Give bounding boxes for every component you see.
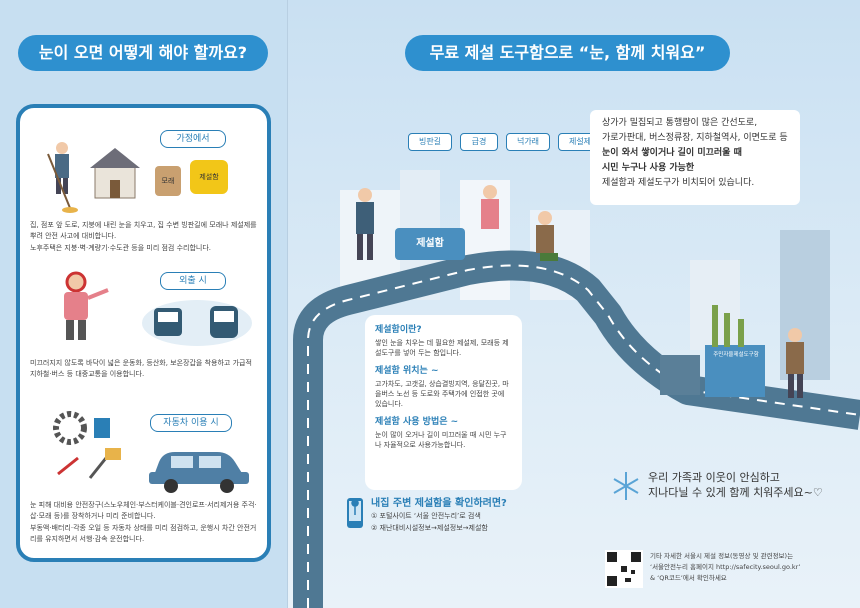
car-icon xyxy=(149,452,249,493)
sign-snow-pusher: 넉가래 xyxy=(506,133,550,151)
yellow-snow-box: 제설함 xyxy=(190,160,228,194)
qna-q3: 제설함 사용 방법은 ~ xyxy=(375,417,459,427)
qr-text: 기타 자세한 서울시 제설 정보(동영상 및 관련정보)는 ‘서울안전누리 홈페… xyxy=(650,551,845,584)
snow-gear-icon xyxy=(53,411,121,479)
qr-line-1: 기타 자세한 서울시 제설 정보(동영상 및 관련정보)는 xyxy=(650,552,794,560)
family-line-2: 지나다닐 수 있게 함께 치워주세요~♡ xyxy=(648,486,823,499)
sign-ice-road: 빙판길 xyxy=(408,133,452,151)
find-step-1: ① 포털사이트 ‘서울 안전누리’로 검색 xyxy=(371,512,481,520)
shoveling-person-icon xyxy=(47,142,140,213)
qna-a3: 눈이 많이 오거나 길이 미끄러울 때 시민 누구나 자율적으로 사용가능합니다… xyxy=(375,431,507,449)
info-line-2: 가로가판대, 버스정류장, 지하철역사, 이면도로 등 xyxy=(602,133,788,143)
info-line-5: 제설함과 제설도구가 비치되어 있습니다. xyxy=(602,178,755,188)
qr-line-2: ‘서울안전누리 홈페이지 http://safecity.seoul.go.kr… xyxy=(650,563,801,571)
find-title: 내집 주변 제설함을 확인하려면? xyxy=(371,498,507,509)
driving-label: 자동차 이용 시 xyxy=(150,414,232,432)
walking-person-icon xyxy=(64,271,109,340)
tool-shelf-illustration xyxy=(660,305,804,398)
bus-subway-icon xyxy=(142,300,252,346)
qr-code[interactable] xyxy=(605,550,643,588)
people-shoveling-illustration xyxy=(356,185,558,261)
driving-bullet-2: 부동액·배터리·각종 오일 등 자동차 상태를 미리 점검하고, 운행시 차간 … xyxy=(30,524,257,543)
driving-bullet-1: 눈 피해 대비용 안전장구(스노우체인·부스터케이블·견인로프·서리제거용 주걱… xyxy=(30,501,257,520)
sand-bag: 모래 xyxy=(155,166,181,196)
fold-line xyxy=(287,0,288,608)
smartphone-icon xyxy=(347,498,363,528)
info-line-4: 시민 누구나 사용 가능한 xyxy=(602,163,695,173)
qna-q1: 제설함이란? xyxy=(375,325,422,335)
outing-label: 외출 시 xyxy=(160,272,226,290)
winding-road xyxy=(293,250,860,608)
qna-a2: 고가차도, 고갯길, 상습결빙지역, 응달진곳, 마을버스 노선 등 도로와 주… xyxy=(375,380,509,408)
home-label: 가정에서 xyxy=(160,130,226,148)
snow-box: 제설함 xyxy=(395,228,465,260)
family-message: 우리 가족과 이웃이 안심하고 지나다닐 수 있게 함께 치워주세요~♡ xyxy=(648,470,823,500)
snow-box-qna-card: 제설함이란? 쌓인 눈을 치우는 데 필요한 제설제, 모래등 제설도구를 넣어… xyxy=(365,315,522,490)
snowflake-icon xyxy=(613,472,639,500)
right-header: 무료 제설 도구함으로 “눈, 함께 치워요” xyxy=(405,35,730,71)
family-line-1: 우리 가족과 이웃이 안심하고 xyxy=(648,471,780,484)
info-card: 상가가 밀집되고 통행량이 많은 간선도로, 가로가판대, 버스정류장, 지하철… xyxy=(590,110,800,205)
find-snow-box: 내집 주변 제설함을 확인하려면? ① 포털사이트 ‘서울 안전누리’로 검색 … xyxy=(345,494,545,544)
find-step-2: ② 재난대비시설정보→제설정보→제설함 xyxy=(371,524,488,532)
qna-q2: 제설함 위치는 ~ xyxy=(375,366,439,376)
home-bullet-1: 집, 점포 앞 도로, 지붕에 내린 눈을 치우고, 집 수변 빙판길에 모래나… xyxy=(30,221,257,240)
sign-slope: 급경 xyxy=(460,133,498,151)
tool-shelf-label: 주민자율제설도구함 xyxy=(713,352,759,358)
left-header: 눈이 오면 어떻게 해야 할까요? xyxy=(18,35,268,71)
qna-a1: 쌓인 눈을 치우는 데 필요한 제설제, 모래등 제설도구를 넣어 두는 함입니… xyxy=(375,339,509,357)
info-line-3: 눈이 와서 쌓이거나 길이 미끄러울 때 xyxy=(602,148,742,158)
info-line-1: 상가가 밀집되고 통행량이 많은 간선도로, xyxy=(602,118,758,128)
outing-bullet: 미끄러지지 않도록 바닥이 넓은 운동화, 등산화, 보온장갑을 착용하고 가급… xyxy=(30,359,252,378)
home-bullet-2: 노후주택은 지붕·벽·계량기·수도관 등을 미리 점검 수리합니다. xyxy=(30,244,212,252)
tips-card: 가정에서 모래 제설함 집, 점포 앞 도로, 지붕에 내린 눈을 치우고, 집… xyxy=(16,104,271,562)
qr-line-3: & ‘QR코드’에서 확인하세요 xyxy=(650,574,727,582)
